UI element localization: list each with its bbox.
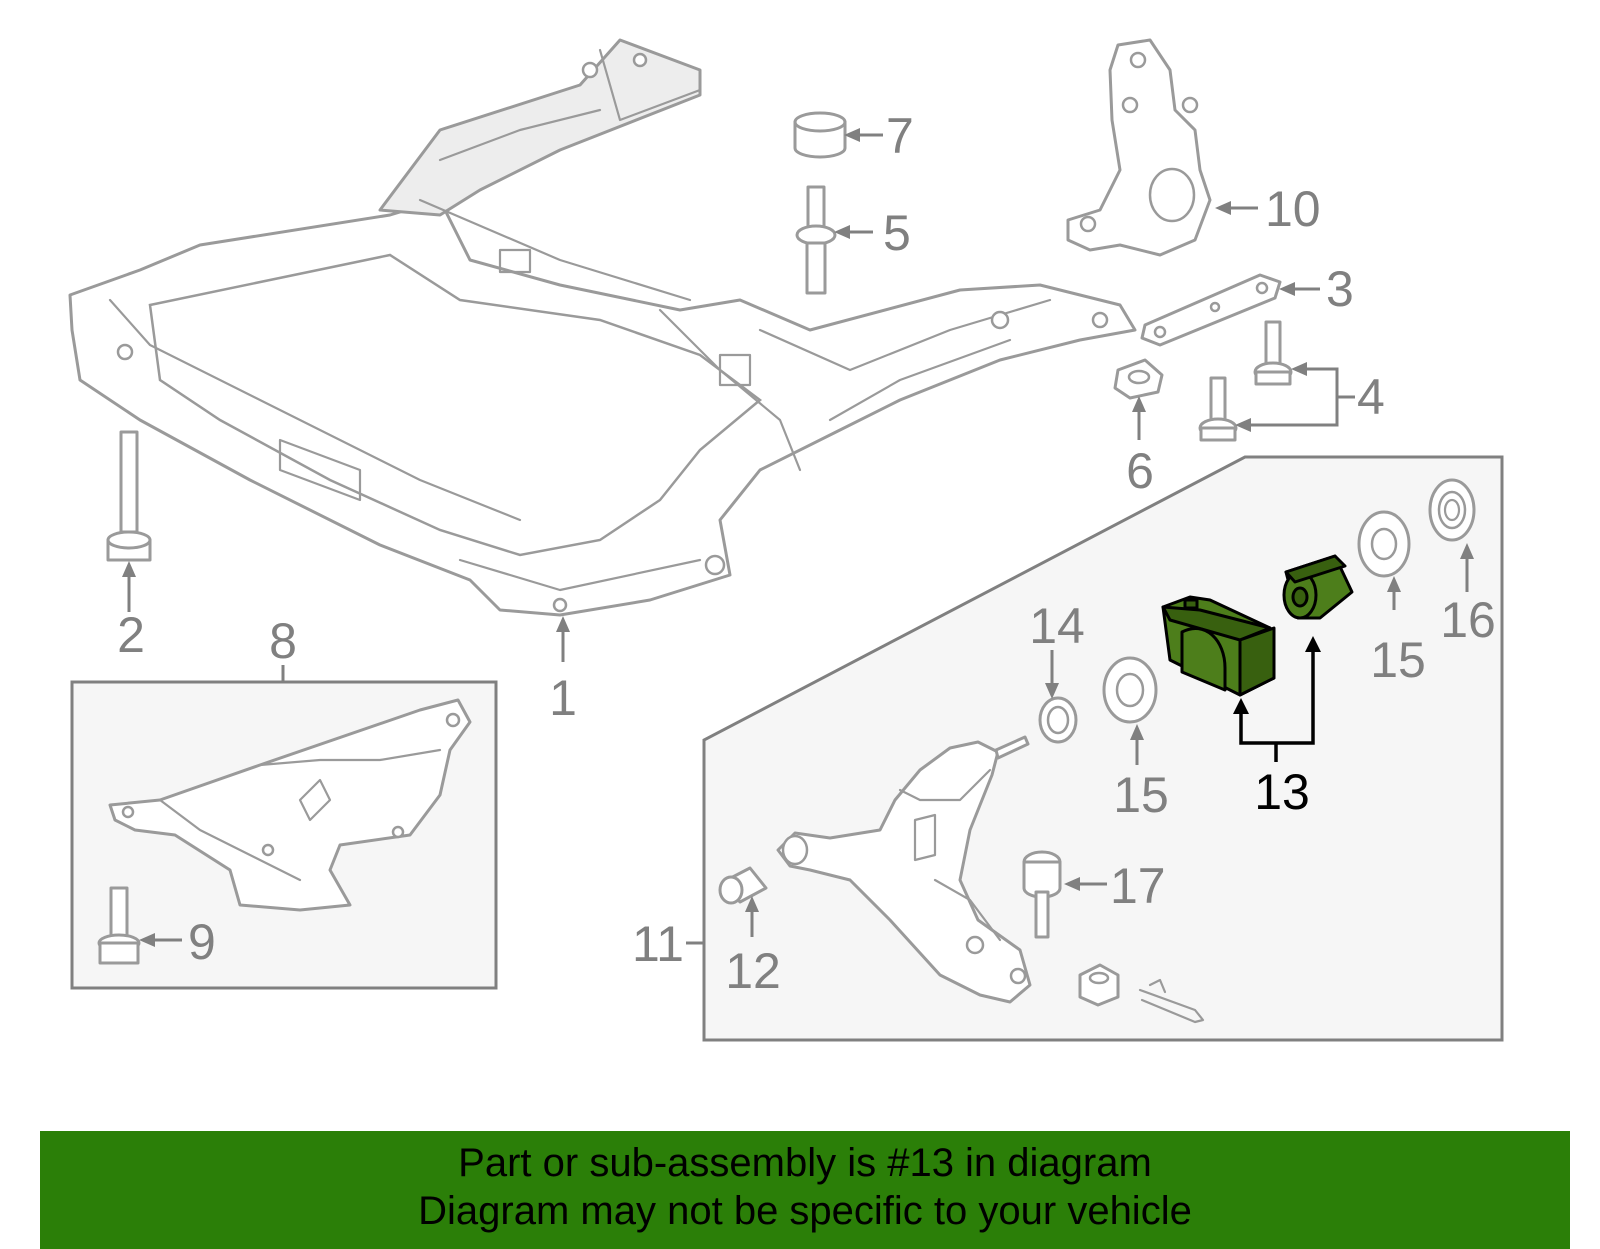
callout-15-left: 15 [1113,767,1169,823]
part-info-banner: Part or sub-assembly is #13 in diagram D… [40,1131,1570,1249]
lower-control-arm [776,735,1032,1004]
callout-15-right: 15 [1370,632,1426,688]
bushing-7 [793,111,847,159]
callout-5: 5 [883,205,911,261]
bushing-13-small[interactable] [1282,554,1354,620]
brace-3 [1140,273,1282,347]
leader-lines [122,128,1474,947]
nut-6 [1113,358,1164,400]
bushing-12 [718,866,768,905]
stud-5 [795,185,837,295]
banner-line-1: Part or sub-assembly is #13 in diagram [458,1141,1152,1185]
washer-14 [1038,696,1078,744]
callout-16: 16 [1440,592,1496,648]
nut-and-cotter-pin [1078,963,1205,1024]
bolt-9 [97,886,141,965]
callout-17: 17 [1110,858,1166,914]
callout-2: 2 [117,607,145,663]
callout-11: 11 [632,916,684,972]
callout-9: 9 [188,914,216,970]
washer-15-right [1357,510,1411,578]
ball-joint-17 [1022,850,1062,939]
banner-line-2: Diagram may not be specific to your vehi… [418,1189,1192,1233]
callout-8: 8 [269,613,297,669]
callout-7: 7 [886,108,914,164]
bolts-4 [1198,320,1293,442]
callout-12: 12 [725,943,781,999]
washer-16 [1428,478,1476,542]
callout-6: 6 [1126,443,1154,499]
bolt-2 [106,430,152,562]
callout-labels: 1 2 3 4 5 6 7 8 9 10 11 12 13 14 15 15 1… [117,108,1496,999]
steering-knuckle-10 [1066,38,1212,257]
callout-10: 10 [1265,181,1321,237]
front-subframe [68,38,1137,617]
callout-3: 3 [1326,261,1354,317]
bushing-13-large[interactable] [1161,595,1276,697]
callout-13: 13 [1254,764,1310,820]
callout-4: 4 [1357,369,1385,425]
washer-15-left [1102,656,1158,724]
callout-14: 14 [1029,598,1085,654]
callout-1: 1 [549,670,577,726]
